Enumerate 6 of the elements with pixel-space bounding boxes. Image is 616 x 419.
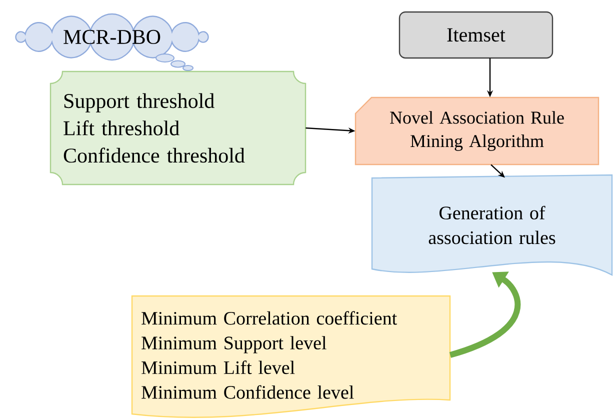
criteria-note: Minimum Correlation coefficient Minimum Support level Minimum Lift level Minimum Confidence level — [131, 295, 451, 418]
arrow — [449, 272, 521, 358]
input-box: Itemset — [398, 11, 554, 59]
process-box: Novel Association Rule Mining Algorithm — [354, 96, 600, 166]
output-box: Generation of association rules — [371, 174, 613, 276]
threshold-box: Support threshold Lift threshold Confidence threshold — [50, 70, 306, 186]
